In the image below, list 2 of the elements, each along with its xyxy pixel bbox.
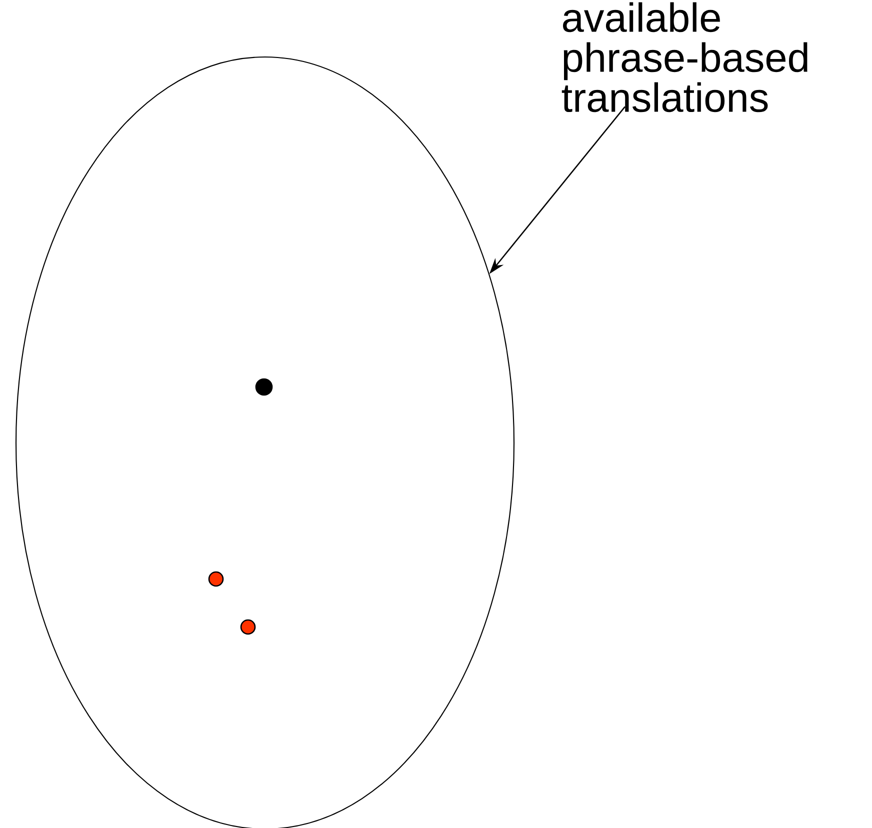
callout-text: available phrase-based translations — [562, 2, 808, 112]
ellipse-outline — [15, 56, 515, 828]
